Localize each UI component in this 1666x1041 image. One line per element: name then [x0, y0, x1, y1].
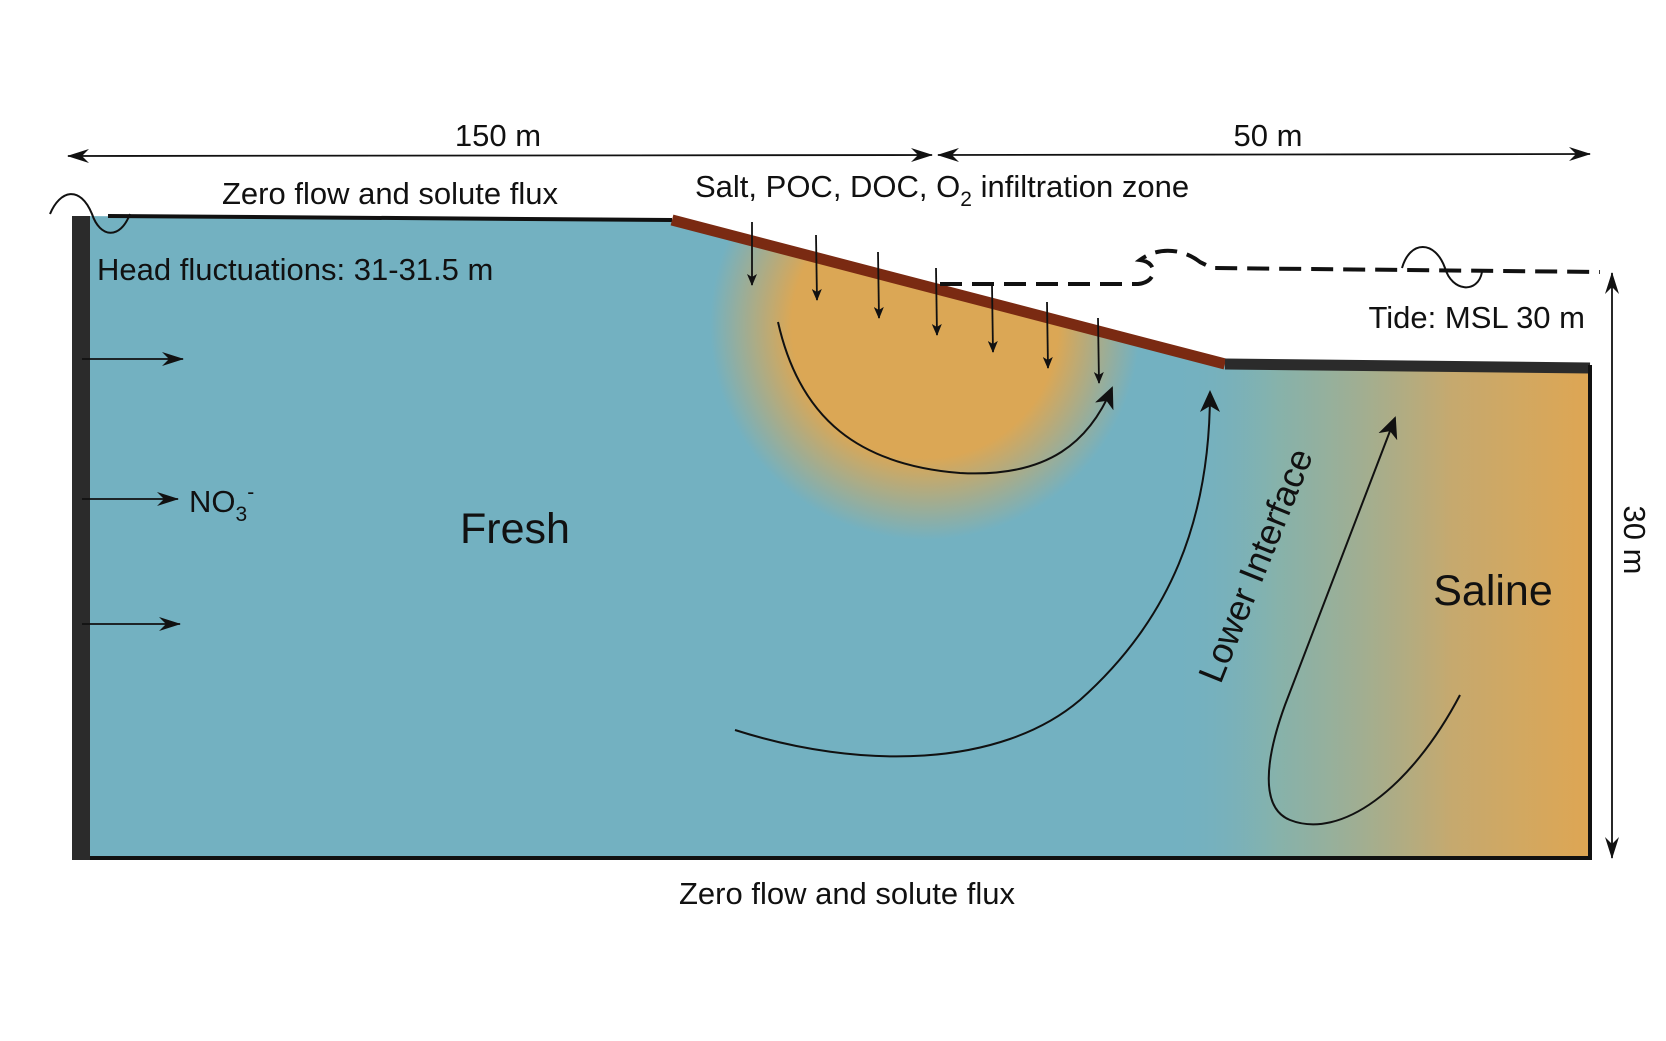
saline-circulation-flowpath: [1267, 416, 1461, 826]
left-head-boundary: [72, 216, 90, 860]
infiltration-arrow: [987, 284, 998, 353]
top-boundary-label: Zero flow and solute flux: [222, 176, 559, 211]
dimension-label-50m: 50 m: [1234, 118, 1303, 153]
seepage-face-slope: [670, 214, 1227, 370]
infiltration-arrow: [1093, 317, 1104, 384]
fresh-discharge-flowpath: [734, 390, 1220, 758]
dimension-label-150m: 150 m: [455, 118, 541, 153]
infiltration-arrow: [873, 251, 884, 319]
aquifer-domain: [78, 216, 1590, 858]
infiltration-arrows: [747, 222, 1104, 384]
tide-label: Tide: MSL 30 m: [1368, 300, 1585, 335]
seabed-boundary: [1224, 358, 1591, 374]
top-boundary-land: [107, 214, 673, 222]
infiltration-zone-label: Salt, POC, DOC, O2 infiltration zone: [695, 169, 1189, 211]
infiltration-arrow: [811, 234, 822, 301]
infiltration-arrow: [931, 267, 942, 336]
tide-level-line: [940, 248, 1601, 286]
infiltration-arrow: [1042, 301, 1053, 369]
bottom-boundary-label: Zero flow and solute flux: [679, 876, 1016, 911]
dimension-arrow-50m: [937, 147, 1591, 162]
head-fluctuation-label: Head fluctuations: 31-31.5 m: [97, 252, 493, 287]
dimension-arrow-150m: [67, 148, 933, 163]
inflow-arrows: [82, 352, 184, 631]
dimension-label-30m: 30 m: [1617, 506, 1652, 575]
plume-circulation-flowpath: [777, 321, 1114, 475]
saline-zone-label: Saline: [1433, 567, 1553, 615]
tide-wave-icon: [1401, 246, 1483, 289]
head-fluctuation-wave-icon: [49, 193, 131, 234]
nitrate-inflow-label: NO3-: [189, 481, 254, 526]
fresh-zone-label: Fresh: [460, 505, 570, 553]
